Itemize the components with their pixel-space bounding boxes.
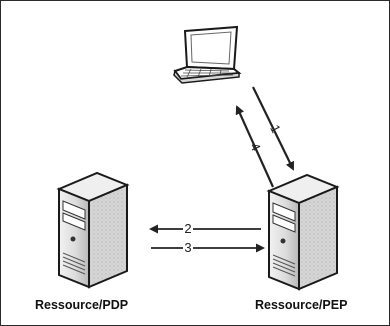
flow-label-3: 3 bbox=[184, 240, 191, 255]
node-label-pdp: Ressource/PDP bbox=[35, 298, 129, 312]
laptop-icon bbox=[173, 25, 242, 84]
server-tower-icon bbox=[56, 171, 130, 289]
flow-label-2: 2 bbox=[184, 221, 191, 236]
server-tower-icon bbox=[266, 173, 340, 291]
node-label-pep: Ressource/PEP bbox=[255, 298, 348, 312]
flow-arrow-3: 3 bbox=[151, 240, 265, 255]
flow-arrow-2: 2 bbox=[149, 221, 261, 236]
flow-label-4: 4 bbox=[247, 140, 264, 153]
